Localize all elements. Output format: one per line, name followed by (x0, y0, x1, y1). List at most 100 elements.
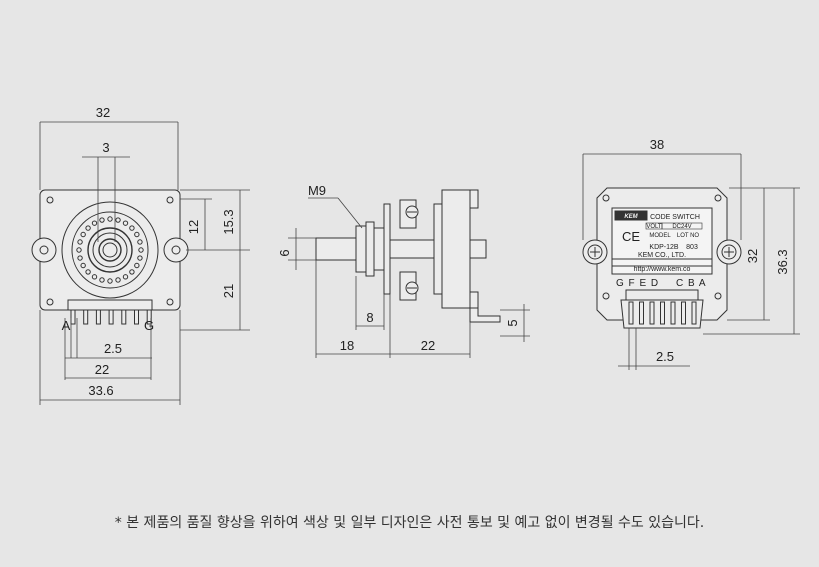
back-h32-label: 32 (745, 249, 760, 263)
front-right-ear (163, 237, 189, 263)
dial-contact (99, 277, 105, 283)
dial-contact (115, 217, 121, 223)
dial-contact (91, 274, 98, 280)
front-labels: 32 3 12 15.3 21 A G 2.5 22 33.6 (62, 105, 236, 398)
dial-contact (122, 220, 129, 226)
dial-contact (138, 247, 144, 253)
front-pins (70, 309, 152, 325)
front-pin (121, 309, 127, 325)
side-nut (355, 225, 367, 273)
label-url: http://www.kem.co (634, 266, 691, 273)
front-width-label: 32 (96, 105, 110, 120)
back-pin (628, 301, 634, 325)
front-left-ear (31, 237, 57, 263)
front-h12-label: 12 (186, 220, 201, 234)
front-h21-label: 21 (221, 284, 236, 298)
front-pin-block (67, 299, 153, 311)
front-dial-contacts (76, 216, 144, 284)
brand-logo-text: KEM (624, 214, 638, 220)
front-shaft (98, 238, 122, 262)
front-corner-hole (46, 298, 54, 306)
label-volt: VOLT (646, 224, 662, 230)
front-corner-hole (166, 196, 174, 204)
front-pin (146, 309, 152, 325)
front-dimensions (39, 121, 250, 405)
disclaimer-note: * 본 제품의 품질 향상을 위하여 색상 및 일부 디자인은 사전 통보 및 … (114, 515, 705, 531)
back-pins-left-label: G F E D (616, 278, 659, 289)
label-code: CE (622, 229, 640, 244)
label-company: KEM CO., LTD. (638, 252, 686, 259)
dial-contact (137, 255, 143, 261)
front-pin (83, 309, 89, 325)
dial-contact (115, 277, 121, 283)
front-pin (134, 309, 139, 325)
side-shaft (315, 237, 361, 261)
side-body-len-label: 22 (421, 338, 435, 353)
label-lot-no: 803 (686, 244, 698, 251)
back-brand-logo (614, 210, 648, 221)
side-thread-label: M9 (308, 183, 326, 198)
back-h36-3-label: 36.3 (775, 249, 790, 274)
dial-contact (77, 239, 83, 245)
dial-contact (99, 217, 105, 223)
back-pin (639, 301, 644, 325)
back-width-label: 38 (650, 137, 664, 152)
back-pin (649, 301, 655, 325)
front-base-width-label: 33.6 (88, 383, 113, 398)
back-pin (660, 301, 665, 325)
front-corner-hole (166, 298, 174, 306)
dial-contact (129, 269, 135, 275)
side-labels: M9 6 8 18 22 5 (277, 183, 520, 353)
side-view (315, 189, 501, 323)
back-terminal-block (625, 289, 699, 301)
front-pin-left-label: A (62, 318, 71, 333)
front-dial-ring (71, 211, 149, 289)
side-body (441, 189, 471, 309)
back-pin (670, 301, 676, 325)
front-pin-span-label: 22 (95, 362, 109, 377)
back-pin (681, 301, 686, 325)
front-corner-hole (46, 196, 54, 204)
dial-contact (77, 255, 83, 261)
front-pin (108, 309, 114, 325)
dial-contact (80, 231, 86, 238)
side-shaft-dia-label: 6 (277, 249, 292, 256)
side-dimensions (288, 197, 530, 358)
side-shaft-len-label: 18 (340, 338, 354, 353)
dial-contact (85, 225, 91, 231)
back-pins-right-label: C B A (676, 278, 707, 289)
dial-contact (134, 262, 140, 269)
side-terminal (469, 307, 501, 323)
dial-contact (76, 247, 82, 253)
back-pins (628, 301, 697, 325)
dial-contact (80, 262, 86, 269)
dial-contact (137, 239, 143, 245)
back-labels: 38 32 36.3 2.5 (650, 137, 790, 364)
label-rating: DC24V (672, 224, 691, 230)
label-model-no: KDP-12B (649, 244, 679, 251)
back-pin (691, 301, 697, 325)
side-pin-len-label: 5 (505, 319, 520, 326)
label-lot: LOT NO (677, 233, 700, 239)
back-label-text: KEM CODE SWITCH CE VOLT DC24V MODEL LOT … (616, 214, 707, 289)
front-pin-right-label: G (144, 318, 154, 333)
front-housing (39, 189, 181, 311)
front-view (31, 189, 189, 325)
back-view (582, 187, 742, 329)
dial-contact (122, 274, 129, 280)
dial-contact (107, 278, 113, 284)
dial-contact (107, 216, 113, 222)
label-title: CODE SWITCH (650, 214, 700, 221)
front-pitch-label: 2.5 (104, 341, 122, 356)
front-shaft-label: 3 (102, 140, 109, 155)
front-pin (70, 309, 76, 325)
label-model: MODEL (649, 233, 671, 239)
dial-contact (91, 220, 98, 226)
dial-contact (134, 231, 140, 238)
front-pin (95, 309, 101, 325)
front-h15-3-label: 15.3 (221, 209, 236, 234)
front-shaft-outer (87, 227, 133, 273)
back-dimensions (582, 153, 800, 370)
side-bushing-label: 8 (366, 310, 373, 325)
